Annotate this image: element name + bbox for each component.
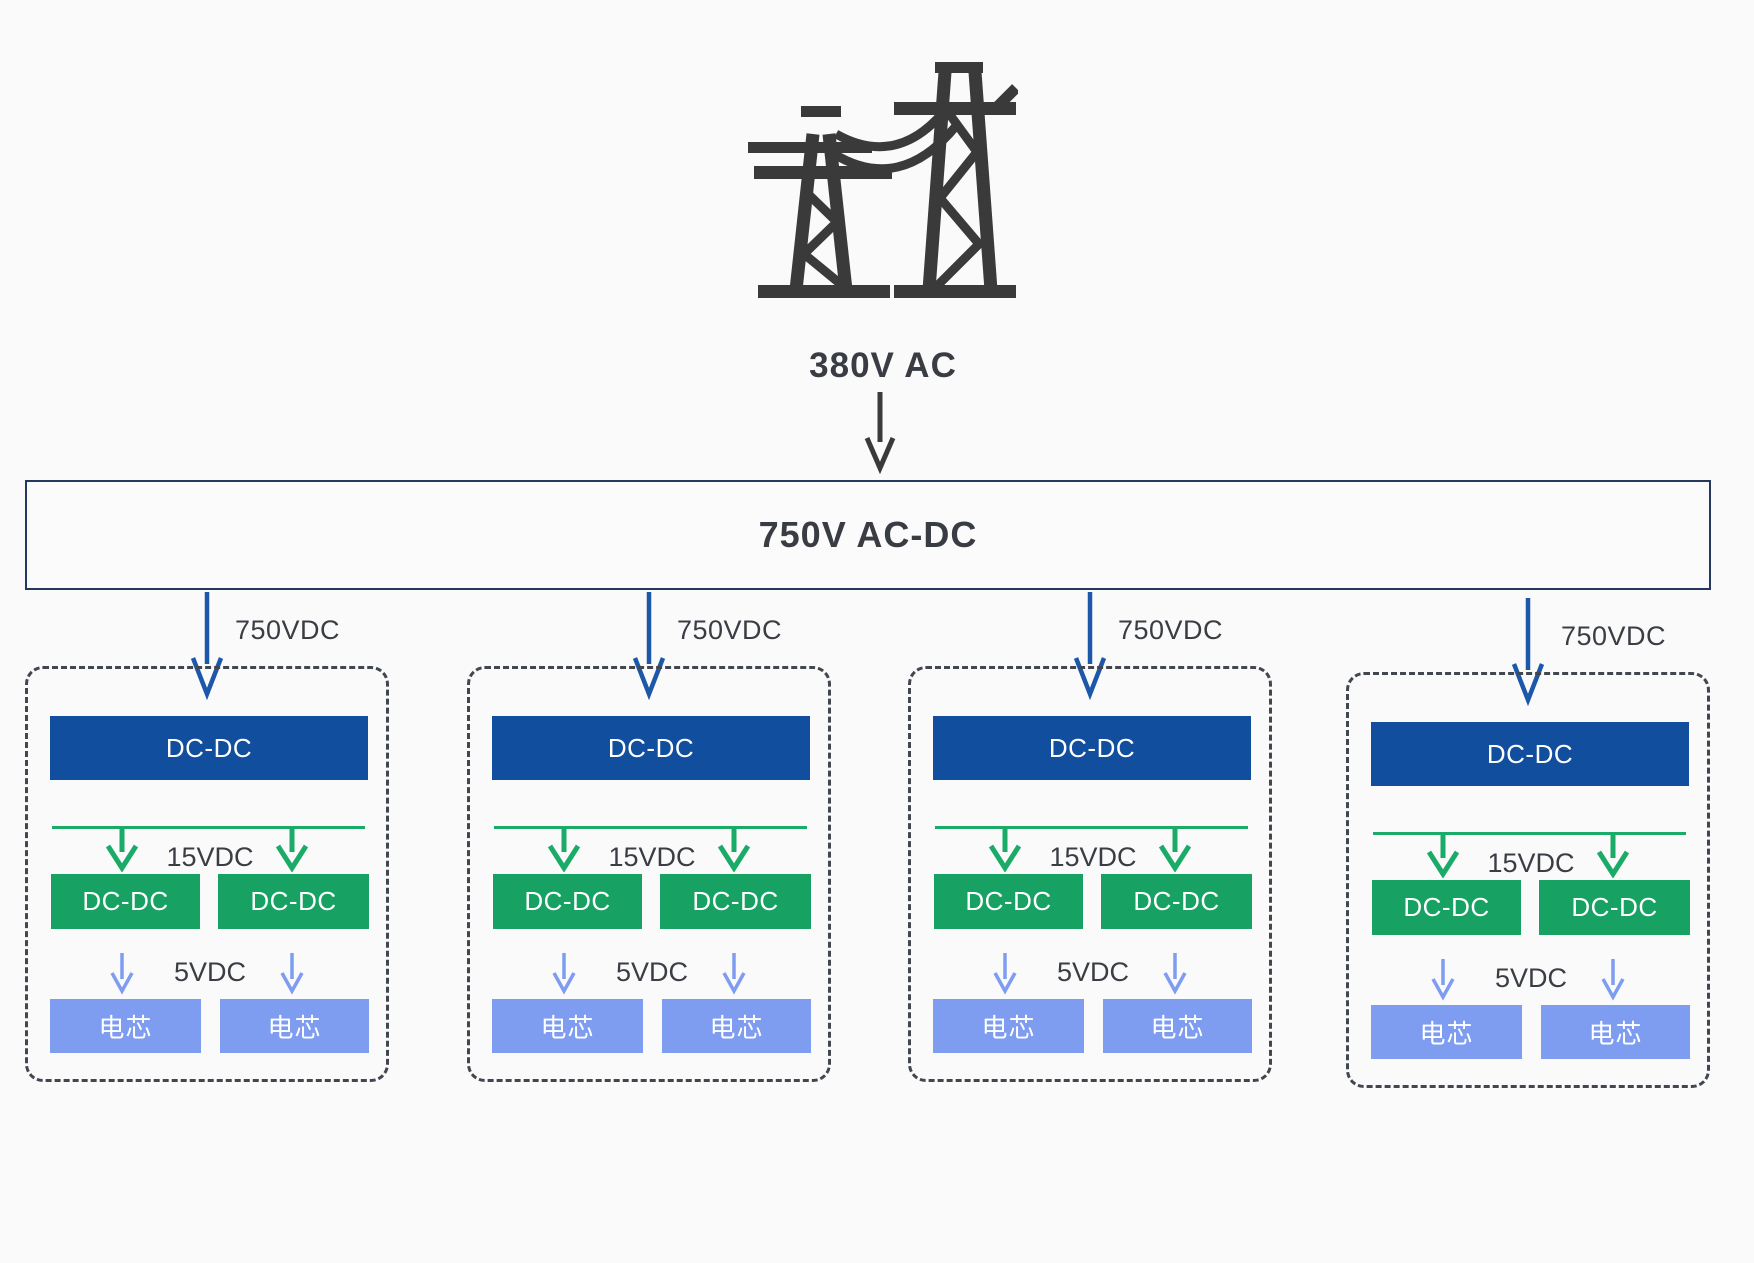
transmission-tower-icon: [748, 62, 1018, 298]
battery-cluster-box: DC-DC 15VDC DC-DC DC-DC 5VDC 电芯 电芯: [908, 666, 1272, 1082]
mid-voltage-label: 15VDC: [166, 842, 254, 872]
battery-cell-box: 电芯: [220, 999, 369, 1053]
cell-arrow-icon: [1431, 959, 1455, 1001]
cell-arrow-icon: [110, 953, 134, 995]
battery-cell-box: 电芯: [1371, 1005, 1522, 1059]
battery-cell-box: 电芯: [662, 999, 811, 1053]
low-voltage-label: 5VDC: [615, 957, 689, 987]
secondary-dcdc-box: DC-DC: [1539, 880, 1690, 935]
dc-bus-line: [1373, 832, 1686, 835]
dc-bus-line: [935, 826, 1248, 829]
secondary-dcdc-box: DC-DC: [934, 874, 1083, 929]
branch-voltage-label: 750VDC: [235, 615, 341, 645]
cell-arrow-icon: [993, 953, 1017, 995]
primary-dcdc-box: DC-DC: [933, 716, 1251, 780]
low-voltage-label: 5VDC: [1494, 963, 1568, 993]
branch-arrow-icon: [190, 592, 224, 700]
branch-voltage-label: 750VDC: [1118, 615, 1224, 645]
primary-dcdc-box: DC-DC: [492, 716, 810, 780]
cell-arrow-icon: [1601, 959, 1625, 1001]
cell-arrow-icon: [552, 953, 576, 995]
low-voltage-label: 5VDC: [173, 957, 247, 987]
secondary-dcdc-box: DC-DC: [218, 874, 369, 929]
mid-voltage-label: 15VDC: [1487, 848, 1575, 878]
dc-bus-line: [52, 826, 365, 829]
branch-arrow-icon: [1511, 598, 1545, 706]
bus-arrow-icon: [1158, 826, 1192, 872]
mid-voltage-label: 15VDC: [1049, 842, 1137, 872]
secondary-dcdc-box: DC-DC: [51, 874, 200, 929]
secondary-dcdc-box: DC-DC: [660, 874, 811, 929]
branch-arrow-icon: [1073, 592, 1107, 700]
converter-label: 750V AC-DC: [758, 514, 978, 555]
secondary-dcdc-box: DC-DC: [493, 874, 642, 929]
bus-arrow-icon: [547, 826, 581, 872]
battery-cell-box: 电芯: [1541, 1005, 1690, 1059]
battery-cell-box: 电芯: [933, 999, 1084, 1053]
battery-cluster-box: DC-DC 15VDC DC-DC DC-DC 5VDC 电芯 电芯: [1346, 672, 1710, 1088]
battery-cluster-box: DC-DC 15VDC DC-DC DC-DC 5VDC 电芯 电芯: [467, 666, 831, 1082]
battery-cell-box: 电芯: [492, 999, 643, 1053]
bus-arrow-icon: [1596, 832, 1630, 878]
primary-dcdc-box: DC-DC: [50, 716, 368, 780]
dc-bus-line: [494, 826, 807, 829]
source-down-arrow-icon: [864, 392, 896, 474]
bus-arrow-icon: [717, 826, 751, 872]
bus-arrow-icon: [275, 826, 309, 872]
battery-cell-box: 电芯: [50, 999, 201, 1053]
cell-arrow-icon: [280, 953, 304, 995]
battery-cluster-box: DC-DC 15VDC DC-DC DC-DC 5VDC 电芯 电芯: [25, 666, 389, 1082]
cell-arrow-icon: [1163, 953, 1187, 995]
primary-dcdc-box: DC-DC: [1371, 722, 1689, 786]
bus-arrow-icon: [988, 826, 1022, 872]
source-voltage-label: 380V AC: [809, 346, 957, 385]
secondary-dcdc-box: DC-DC: [1101, 874, 1252, 929]
secondary-dcdc-box: DC-DC: [1372, 880, 1521, 935]
branch-voltage-label: 750VDC: [1561, 621, 1667, 651]
branch-voltage-label: 750VDC: [677, 615, 783, 645]
bus-arrow-icon: [105, 826, 139, 872]
branch-arrow-icon: [632, 592, 666, 700]
bus-arrow-icon: [1426, 832, 1460, 878]
ac-dc-converter-box: 750V AC-DC: [25, 480, 1711, 590]
mid-voltage-label: 15VDC: [608, 842, 696, 872]
low-voltage-label: 5VDC: [1056, 957, 1130, 987]
battery-cell-box: 电芯: [1103, 999, 1252, 1053]
cell-arrow-icon: [722, 953, 746, 995]
